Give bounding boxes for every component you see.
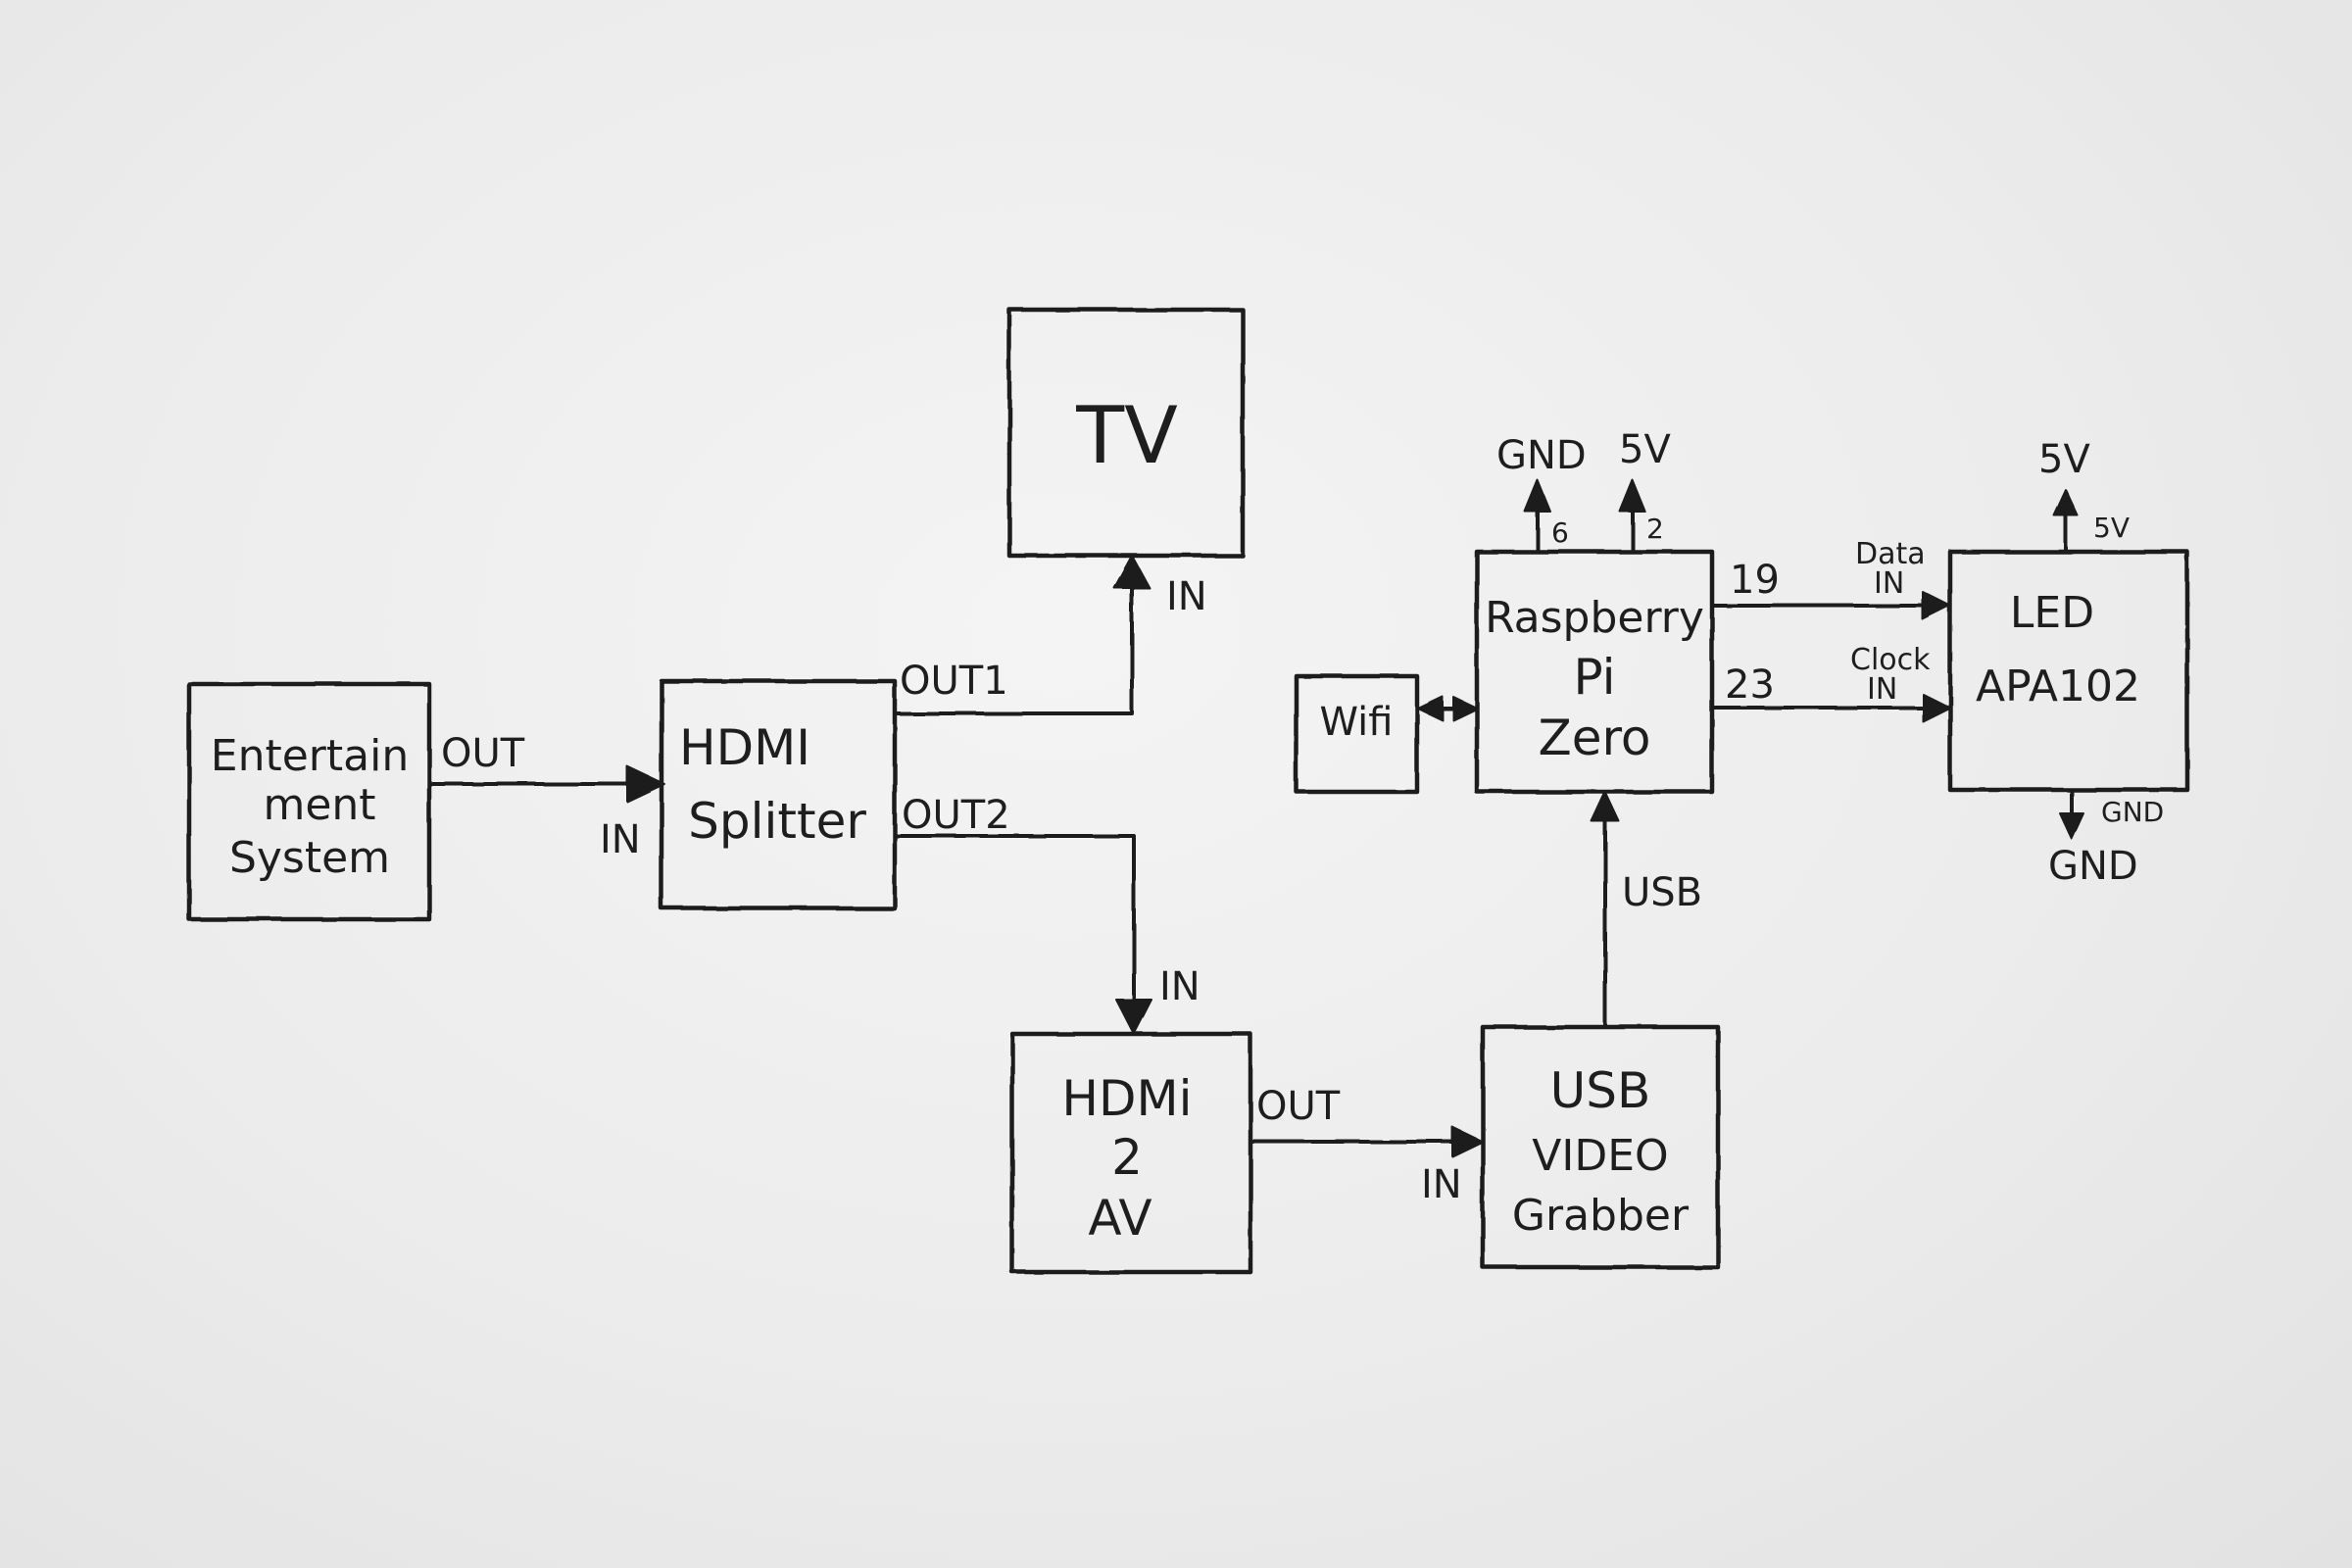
entertainment-system-box xyxy=(186,681,432,922)
raspberry-pi-zero-box xyxy=(1474,549,1715,795)
arrow-led-5v xyxy=(2053,489,2079,516)
arrow-tv-in xyxy=(1113,555,1151,589)
arrow-pi-side xyxy=(1452,696,1479,721)
usb-link-label: USB xyxy=(1622,870,1702,915)
arrow-pi-usb-in xyxy=(1591,791,1620,822)
splitter-out2-label: OUT2 xyxy=(902,793,1010,838)
wifi-label: Wifi xyxy=(1320,700,1394,745)
grabber-line-3: Grabber xyxy=(1512,1191,1690,1241)
splitter-line-1: HDMI xyxy=(679,719,810,776)
tv-label: TV xyxy=(1075,390,1178,481)
splitter-in-label: IN xyxy=(600,817,641,862)
raspberry-line-1: Raspberry xyxy=(1485,593,1704,643)
arrow-splitter-in xyxy=(626,765,665,803)
led-data-label-2: IN xyxy=(1874,566,1904,601)
grabber-line-2: VIDEO xyxy=(1532,1131,1668,1181)
pi-data-pin: 19 xyxy=(1730,558,1780,603)
raspberry-line-3: Zero xyxy=(1538,710,1650,766)
tv-in-label: IN xyxy=(1166,574,1207,619)
led-5v-small: 5V xyxy=(2093,512,2130,544)
arrow-hdmi2av-in xyxy=(1115,999,1152,1035)
splitter-line-2: Splitter xyxy=(688,793,866,850)
entertainment-line-3: System xyxy=(229,833,390,883)
arrow-led-clock-in xyxy=(1922,693,1951,722)
led-gnd-small: GND xyxy=(2101,796,2164,828)
led-line-2: APA102 xyxy=(1976,662,2140,711)
hdmi-splitter-box xyxy=(659,678,898,911)
entertainment-out-label: OUT xyxy=(441,731,525,776)
arrow-led-data-in xyxy=(1922,591,1951,620)
entertainment-line-1: Entertain xyxy=(211,731,409,781)
pi-5v-pin: 2 xyxy=(1646,513,1664,545)
grabber-in-label: IN xyxy=(1421,1162,1462,1207)
hdmi2av-line-3: AV xyxy=(1088,1190,1152,1247)
pi-5v-label: 5V xyxy=(1619,427,1671,472)
wire-splitter-to-hdmi2av xyxy=(893,834,1136,1011)
arrow-pi-gnd xyxy=(1524,479,1551,513)
raspberry-line-2: Pi xyxy=(1574,649,1616,706)
led-clock-label-1: Clock xyxy=(1850,643,1931,677)
usb-video-grabber-box xyxy=(1480,1024,1721,1270)
led-5v-label: 5V xyxy=(2038,437,2090,482)
pi-gnd-label: GND xyxy=(1496,433,1587,478)
tv-box xyxy=(1006,307,1246,559)
led-data-label-1: Data xyxy=(1855,537,1926,571)
led-clock-label-2: IN xyxy=(1867,672,1897,707)
hdmi2av-line-1: HDMi xyxy=(1061,1070,1192,1127)
pi-clock-pin: 23 xyxy=(1725,662,1775,708)
led-line-1: LED xyxy=(2010,588,2094,638)
hdmi2av-in-label: IN xyxy=(1159,964,1200,1009)
hdmi2av-out-label: OUT xyxy=(1256,1084,1341,1129)
grabber-line-1: USB xyxy=(1550,1062,1651,1119)
hdmi2av-line-2: 2 xyxy=(1111,1129,1143,1186)
led-gnd-label: GND xyxy=(2048,844,2138,889)
arrow-wifi-side xyxy=(1417,696,1444,721)
arrow-pi-5v xyxy=(1619,479,1646,513)
entertainment-line-2: ment xyxy=(263,780,375,830)
arrow-led-gnd xyxy=(2059,812,2084,840)
wire-splitter-to-tv xyxy=(893,576,1134,715)
pi-gnd-pin: 6 xyxy=(1551,516,1569,549)
wifi-box xyxy=(1294,673,1420,795)
led-apa102-box xyxy=(1947,549,2190,793)
arrow-grabber-in xyxy=(1451,1126,1484,1157)
splitter-out1-label: OUT1 xyxy=(900,659,1008,704)
hdmi2av-box xyxy=(1009,1031,1253,1275)
